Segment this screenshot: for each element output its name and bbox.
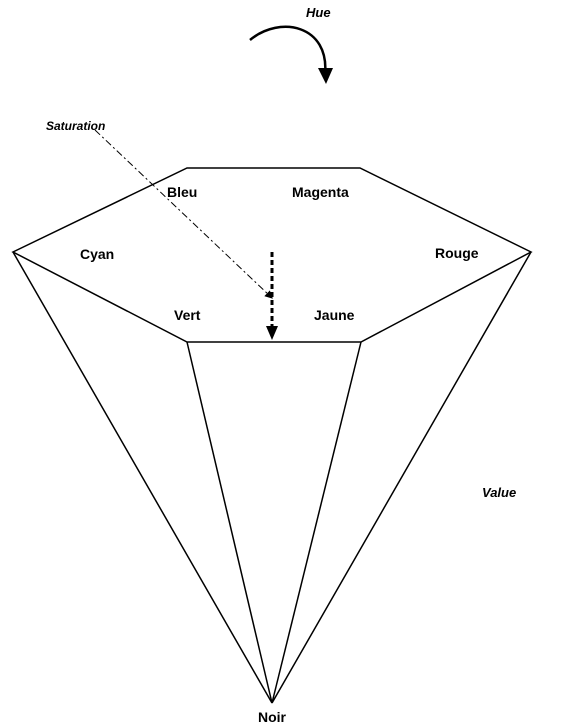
cyan-label: Cyan [80,246,114,262]
value-label: Value [482,485,516,500]
magenta-label: Magenta [292,184,349,200]
jaune-label: Jaune [314,307,355,323]
edge-rouge-to-noir [271,251,532,704]
edge-vert-to-noir [186,341,273,704]
vert-label: Vert [174,307,201,323]
edge-jaune-to-noir [271,341,362,704]
bleu-label: Bleu [167,184,197,200]
hue-rotation-arrow [249,25,327,76]
noir-label: Noir [258,709,287,725]
saturation-label: Saturation [46,119,105,133]
hue-arrowhead [318,68,333,84]
edge-cyan-to-noir [12,251,273,704]
rouge-label: Rouge [435,245,479,261]
saturation-arrow [94,129,273,299]
value-axis-arrowhead [266,326,278,340]
hue-label: Hue [306,5,331,20]
